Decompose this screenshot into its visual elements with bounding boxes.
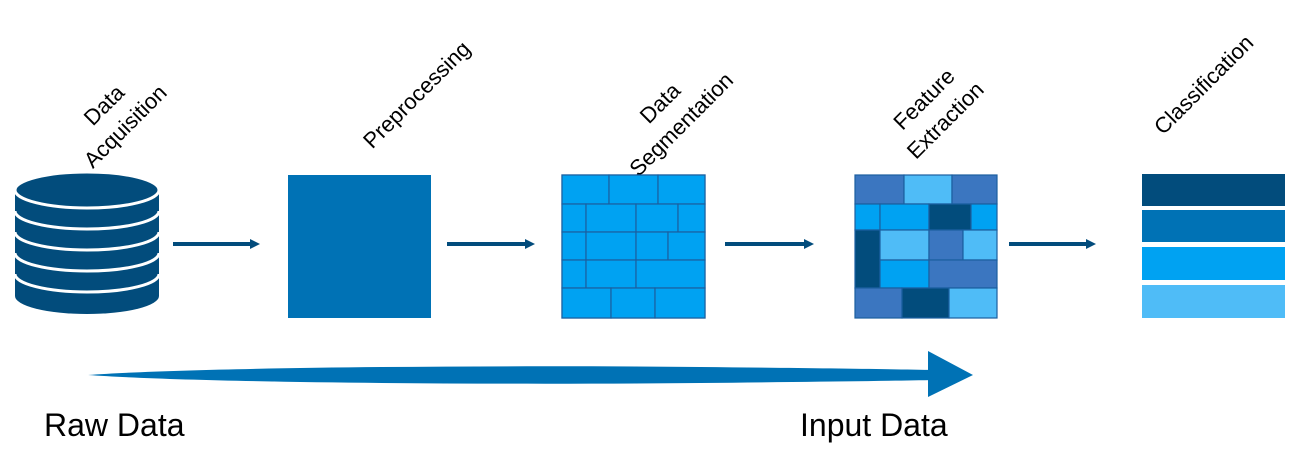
data-flow-arrow — [88, 351, 973, 397]
feature-mosaic-icon — [854, 174, 998, 319]
class-bar — [1142, 210, 1285, 242]
class-bar — [1142, 247, 1285, 280]
segmented-grid-icon — [561, 174, 706, 319]
stacked-bars-icon — [1142, 174, 1285, 318]
class-bar — [1142, 285, 1285, 318]
database-icon — [13, 170, 161, 314]
solid-square-icon — [288, 175, 431, 318]
raw-data-label: Raw Data — [44, 407, 185, 443]
class-bar — [1142, 174, 1285, 206]
input-data-label: Input Data — [800, 407, 948, 443]
